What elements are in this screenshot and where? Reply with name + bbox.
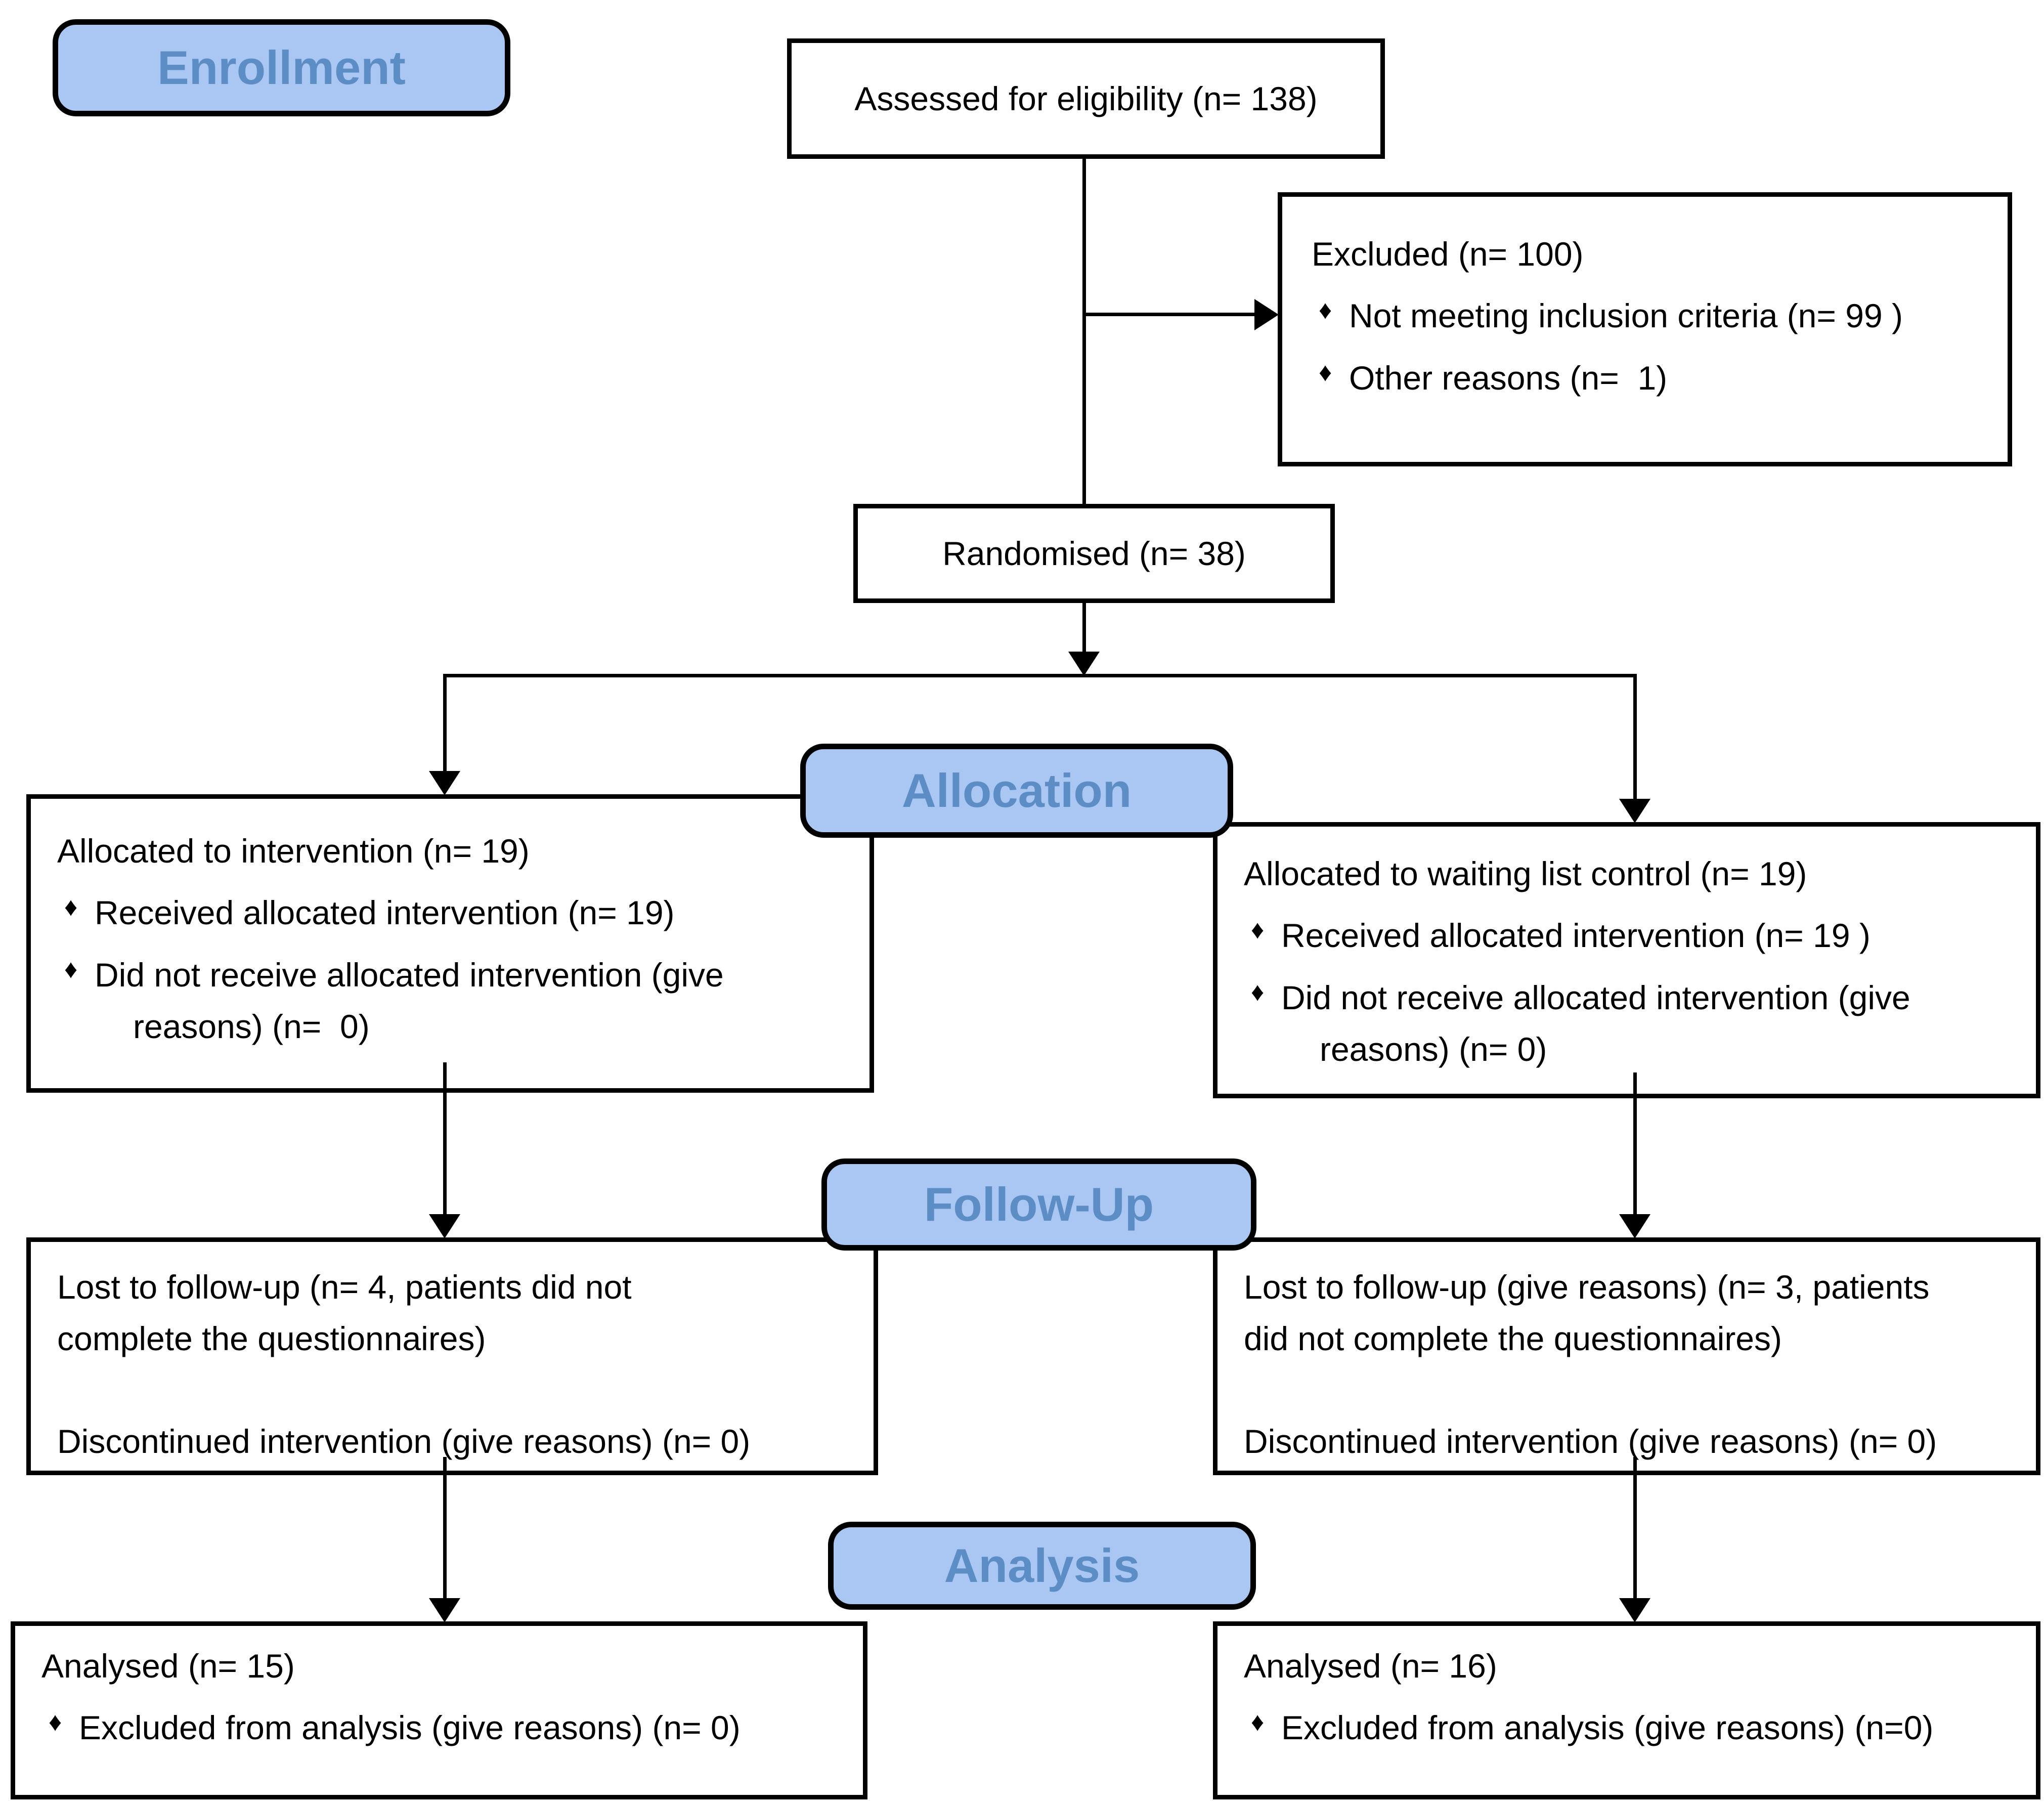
allocation-bullet-item: ♦ Did not receive allocated intervention…	[1244, 972, 2021, 1023]
lost-to-followup-right-box: Lost to follow-up (give reasons) (n= 3, …	[1213, 1237, 2040, 1475]
allocation-bullet-item: ♦ Received allocated intervention (n= 19…	[1244, 910, 2021, 961]
stage-label-text: Follow-Up	[924, 1178, 1154, 1231]
assessed-for-eligibility-box: Assessed for eligibility (n= 138)	[787, 38, 1385, 159]
bullet-text: Did not receive allocated intervention (…	[1281, 978, 1910, 1016]
allocation-title: Allocated to waiting list control (n= 19…	[1244, 855, 1807, 892]
allocation-bullet-item: ♦ Did not receive allocated intervention…	[57, 949, 854, 1001]
connector-assessed-to-randomised	[1082, 156, 1086, 506]
discontinued-text: Discontinued intervention (give reasons)…	[57, 1422, 751, 1460]
arrowhead-down-icon	[1619, 1214, 1650, 1238]
stage-label-followup: Follow-Up	[821, 1158, 1256, 1251]
arrowhead-down-icon	[1619, 1598, 1650, 1622]
allocation-bullet-item: ♦ Received allocated intervention (n= 19…	[57, 887, 854, 938]
lost-to-followup-left-box: Lost to follow-up (n= 4, patients did no…	[26, 1237, 878, 1475]
excluded-box: Excluded (n= 100) ♦ Not meeting inclusio…	[1278, 192, 2012, 466]
analysis-bullet-item: ♦ Excluded from analysis (give reasons) …	[41, 1702, 848, 1753]
randomised-box: Randomised (n= 38)	[853, 504, 1335, 603]
excluded-bullet-item: ♦ Not meeting inclusion criteria (n= 99 …	[1312, 290, 1987, 341]
connector-followup-to-analysis-left	[443, 1457, 447, 1599]
arrowhead-down-icon	[429, 1214, 460, 1238]
box-text: Randomised (n= 38)	[942, 534, 1246, 572]
bullet-text: Received allocated intervention (n= 19)	[95, 894, 675, 932]
bullet-text: Received allocated intervention (n= 19 )	[1281, 917, 1871, 955]
arrowhead-down-icon	[429, 1598, 460, 1622]
bullet-continuation-text: reasons) (n= 0)	[133, 1007, 370, 1045]
allocation-title: Allocated to intervention (n= 19)	[57, 832, 530, 870]
connector-alloc-to-followup-right	[1633, 1072, 1637, 1214]
branch-line	[443, 674, 1637, 677]
connector-to-excluded	[1084, 313, 1258, 316]
bullet-diamond-icon: ♦	[1319, 357, 1332, 386]
allocated-waiting-list-box: Allocated to waiting list control (n= 19…	[1213, 822, 2040, 1098]
allocated-intervention-box: Allocated to intervention (n= 19) ♦ Rece…	[26, 794, 874, 1093]
analysis-bullet-item: ♦ Excluded from analysis (give reasons) …	[1244, 1702, 2021, 1753]
arrowhead-right-icon	[1254, 299, 1279, 330]
bullet-diamond-icon: ♦	[1251, 915, 1265, 944]
excluded-title: Excluded (n= 100)	[1312, 235, 1584, 273]
connector-branch-to-alloc-left	[443, 676, 447, 773]
bullet-text: Other reasons (n= 1)	[1349, 359, 1668, 397]
arrowhead-down-icon	[1619, 799, 1650, 823]
arrowhead-down-icon	[1068, 652, 1100, 676]
bullet-diamond-icon: ♦	[1251, 976, 1265, 1006]
line-gap	[57, 1365, 858, 1415]
connector-branch-to-alloc-right	[1633, 676, 1637, 800]
analysis-title: Analysed (n= 16)	[1244, 1647, 1497, 1685]
bullet-diamond-icon: ♦	[64, 892, 78, 922]
line-gap	[1244, 1365, 2021, 1415]
box-text: Assessed for eligibility (n= 138)	[854, 79, 1318, 117]
bullet-diamond-icon: ♦	[1251, 1707, 1265, 1737]
bullet-text: Excluded from analysis (give reasons) (n…	[1281, 1709, 1934, 1747]
connector-alloc-to-followup-left	[443, 1062, 447, 1214]
followup-text: did not complete the questionnaires)	[1244, 1320, 1782, 1358]
bullet-continuation-text: reasons) (n= 0)	[1320, 1030, 1547, 1068]
discontinued-text: Discontinued intervention (give reasons)…	[1244, 1422, 1937, 1460]
stage-label-analysis: Analysis	[828, 1522, 1256, 1610]
connector-followup-to-analysis-right	[1633, 1457, 1637, 1599]
analysed-left-box: Analysed (n= 15) ♦ Excluded from analysi…	[11, 1621, 867, 1799]
bullet-text: Did not receive allocated intervention (…	[95, 956, 724, 994]
stage-label-allocation: Allocation	[800, 744, 1233, 838]
bullet-text: Not meeting inclusion criteria (n= 99 )	[1349, 297, 1903, 335]
stage-label-text: Allocation	[901, 764, 1132, 817]
analysis-title: Analysed (n= 15)	[41, 1647, 295, 1685]
stage-label-enrollment: Enrollment	[53, 19, 510, 116]
analysed-right-box: Analysed (n= 16) ♦ Excluded from analysi…	[1213, 1621, 2040, 1799]
followup-text: Lost to follow-up (n= 4, patients did no…	[57, 1268, 632, 1306]
bullet-text: Excluded from analysis (give reasons) (n…	[79, 1709, 741, 1747]
stage-label-text: Enrollment	[157, 41, 406, 94]
bullet-diamond-icon: ♦	[49, 1707, 62, 1737]
followup-text: Lost to follow-up (give reasons) (n= 3, …	[1244, 1268, 1930, 1306]
stage-label-text: Analysis	[944, 1539, 1140, 1592]
followup-text: complete the questionnaires)	[57, 1320, 486, 1358]
excluded-bullet-item: ♦ Other reasons (n= 1)	[1312, 352, 1987, 404]
bullet-diamond-icon: ♦	[64, 954, 78, 983]
arrowhead-down-icon	[429, 771, 460, 795]
bullet-diamond-icon: ♦	[1319, 295, 1332, 325]
connector-randomised-to-branch	[1082, 600, 1086, 657]
